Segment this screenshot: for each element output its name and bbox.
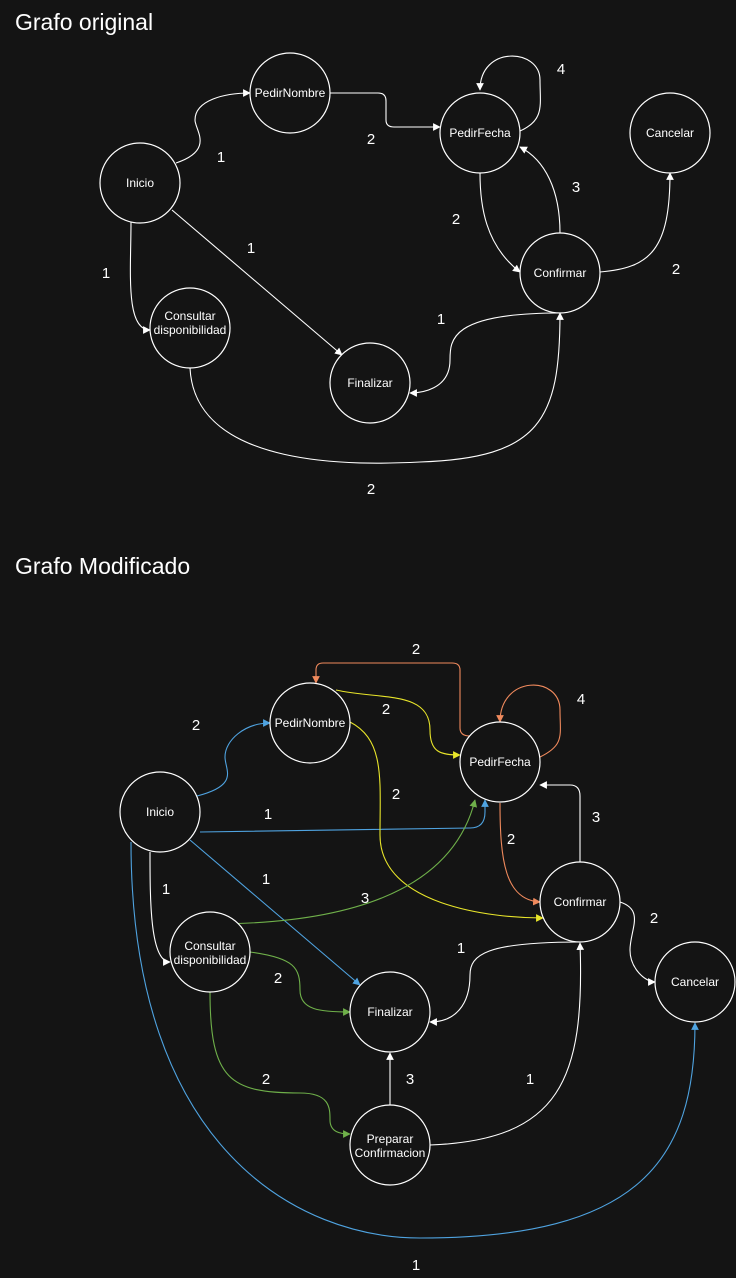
- node-label: PedirNombre: [255, 86, 326, 100]
- node-label: Preparar: [367, 1132, 414, 1146]
- node-label: disponibilidad: [154, 323, 227, 337]
- weight-label: 3: [592, 809, 600, 826]
- edge-pedirfecha-confirmar: [479, 172, 521, 273]
- weight-label: 3: [361, 890, 369, 907]
- modified-weights: 2 4 2 2 2 1 3 2 1 1 3 2 1 2 2 3 1 1: [162, 641, 658, 1274]
- node-label: disponibilidad: [174, 953, 247, 967]
- edge-preparar-confirmar: [429, 942, 585, 1146]
- weight-label: 1: [217, 149, 225, 166]
- node-consultar-disponibilidad[interactable]: Consultar disponibilidad: [149, 287, 231, 369]
- edge-pedirnombre-confirmar: [349, 721, 544, 922]
- weight-label: 1: [457, 940, 465, 957]
- node-label: Cancelar: [646, 126, 694, 140]
- node-cancelar[interactable]: Cancelar: [629, 92, 711, 174]
- node-label: Finalizar: [367, 1005, 412, 1019]
- edge-pedirfecha-confirmar: [499, 802, 541, 906]
- original-nodes: Inicio PedirNombre PedirFecha Cancelar C…: [99, 52, 711, 424]
- edge-pedirnombre-pedirfecha: [330, 92, 441, 131]
- edge-confirmar-cancelar: [599, 172, 674, 273]
- edge-consultar-confirmar: [189, 312, 564, 464]
- node-pedirfecha[interactable]: PedirFecha: [459, 721, 541, 803]
- original-graph-title: Grafo original: [15, 9, 154, 35]
- weight-label: 1: [437, 311, 445, 328]
- weight-label: 4: [577, 691, 585, 708]
- weight-label: 1: [262, 871, 270, 888]
- edge-inicio-consultar: [129, 221, 151, 334]
- node-label: PedirFecha: [449, 126, 511, 140]
- node-label: PedirFecha: [469, 755, 531, 769]
- node-label: Inicio: [126, 176, 154, 190]
- weight-label: 2: [412, 641, 420, 658]
- edge-pedirfecha-pedirnombre: [312, 662, 471, 737]
- weight-label: 2: [452, 211, 460, 228]
- edge-confirmar-pedirfecha: [539, 781, 581, 863]
- edge-confirmar-cancelar: [619, 901, 656, 986]
- weight-label: 2: [382, 701, 390, 718]
- weight-label: 1: [412, 1257, 420, 1274]
- weight-label: 1: [264, 806, 272, 823]
- edge-confirmar-pedirfecha: [519, 146, 561, 234]
- node-label: Consultar: [184, 939, 235, 953]
- edge-inicio-consultar: [149, 851, 171, 966]
- node-label: Confirmar: [534, 266, 587, 280]
- weight-label: 4: [557, 61, 565, 78]
- weight-label: 2: [192, 717, 200, 734]
- edge-consultar-pedirfecha: [209, 799, 478, 925]
- node-label: Confirmar: [554, 895, 607, 909]
- weight-label: 2: [262, 1071, 270, 1088]
- weight-label: 2: [367, 481, 375, 498]
- edge-pedirfecha-loop: [476, 55, 541, 132]
- node-finalizar[interactable]: Finalizar: [349, 971, 431, 1053]
- edge-inicio-pedirfecha: [199, 799, 489, 833]
- weight-label: 3: [406, 1071, 414, 1088]
- modified-graph-title: Grafo Modificado: [15, 553, 191, 579]
- weight-label: 2: [650, 910, 658, 927]
- edge-consultar-preparar: [209, 991, 351, 1138]
- edge-consultar-finalizar: [249, 951, 351, 1016]
- edge-pedirnombre-pedirfecha: [335, 689, 461, 759]
- weight-label: 1: [102, 265, 110, 282]
- modified-edges: [130, 662, 699, 1239]
- modified-nodes: Inicio PedirNombre PedirFecha Confirmar …: [119, 682, 736, 1186]
- weight-label: 2: [274, 970, 282, 987]
- weight-label: 1: [526, 1071, 534, 1088]
- node-inicio[interactable]: Inicio: [99, 142, 181, 224]
- edge-pedirfecha-loop: [496, 684, 561, 758]
- edge-inicio-finalizar: [189, 839, 361, 986]
- weight-label: 2: [672, 261, 680, 278]
- original-edges: [129, 55, 674, 464]
- weight-label: 1: [247, 240, 255, 257]
- node-cancelar[interactable]: Cancelar: [654, 941, 736, 1023]
- node-label: Consultar: [164, 309, 215, 323]
- original-weights: 1 2 4 3 2 1 1 2 1 2: [102, 61, 680, 498]
- node-pedirnombre[interactable]: PedirNombre: [269, 682, 351, 764]
- node-confirmar[interactable]: Confirmar: [539, 861, 621, 943]
- node-consultar-disponibilidad[interactable]: Consultar disponibilidad: [169, 911, 251, 993]
- node-label: Confirmacion: [355, 1146, 426, 1160]
- weight-label: 2: [367, 131, 375, 148]
- edge-confirmar-finalizar: [409, 312, 561, 397]
- weight-label: 2: [507, 831, 515, 848]
- node-preparar-confirmacion[interactable]: Preparar Confirmacion: [349, 1104, 431, 1186]
- edge-inicio-pedirnombre: [196, 719, 271, 797]
- weight-label: 3: [572, 179, 580, 196]
- edge-inicio-finalizar: [171, 209, 343, 356]
- edge-confirmar-finalizar: [429, 941, 581, 1026]
- weight-label: 1: [162, 881, 170, 898]
- node-label: Inicio: [146, 805, 174, 819]
- edge-inicio-cancelar: [130, 841, 699, 1239]
- weight-label: 2: [392, 786, 400, 803]
- edge-inicio-pedirnombre: [175, 89, 251, 164]
- node-finalizar[interactable]: Finalizar: [329, 342, 411, 424]
- node-label: PedirNombre: [275, 716, 346, 730]
- node-pedirfecha[interactable]: PedirFecha: [439, 92, 521, 174]
- node-inicio[interactable]: Inicio: [119, 771, 201, 853]
- node-label: Finalizar: [347, 376, 392, 390]
- node-confirmar[interactable]: Confirmar: [519, 232, 601, 314]
- node-label: Cancelar: [671, 975, 719, 989]
- node-pedirnombre[interactable]: PedirNombre: [249, 52, 331, 134]
